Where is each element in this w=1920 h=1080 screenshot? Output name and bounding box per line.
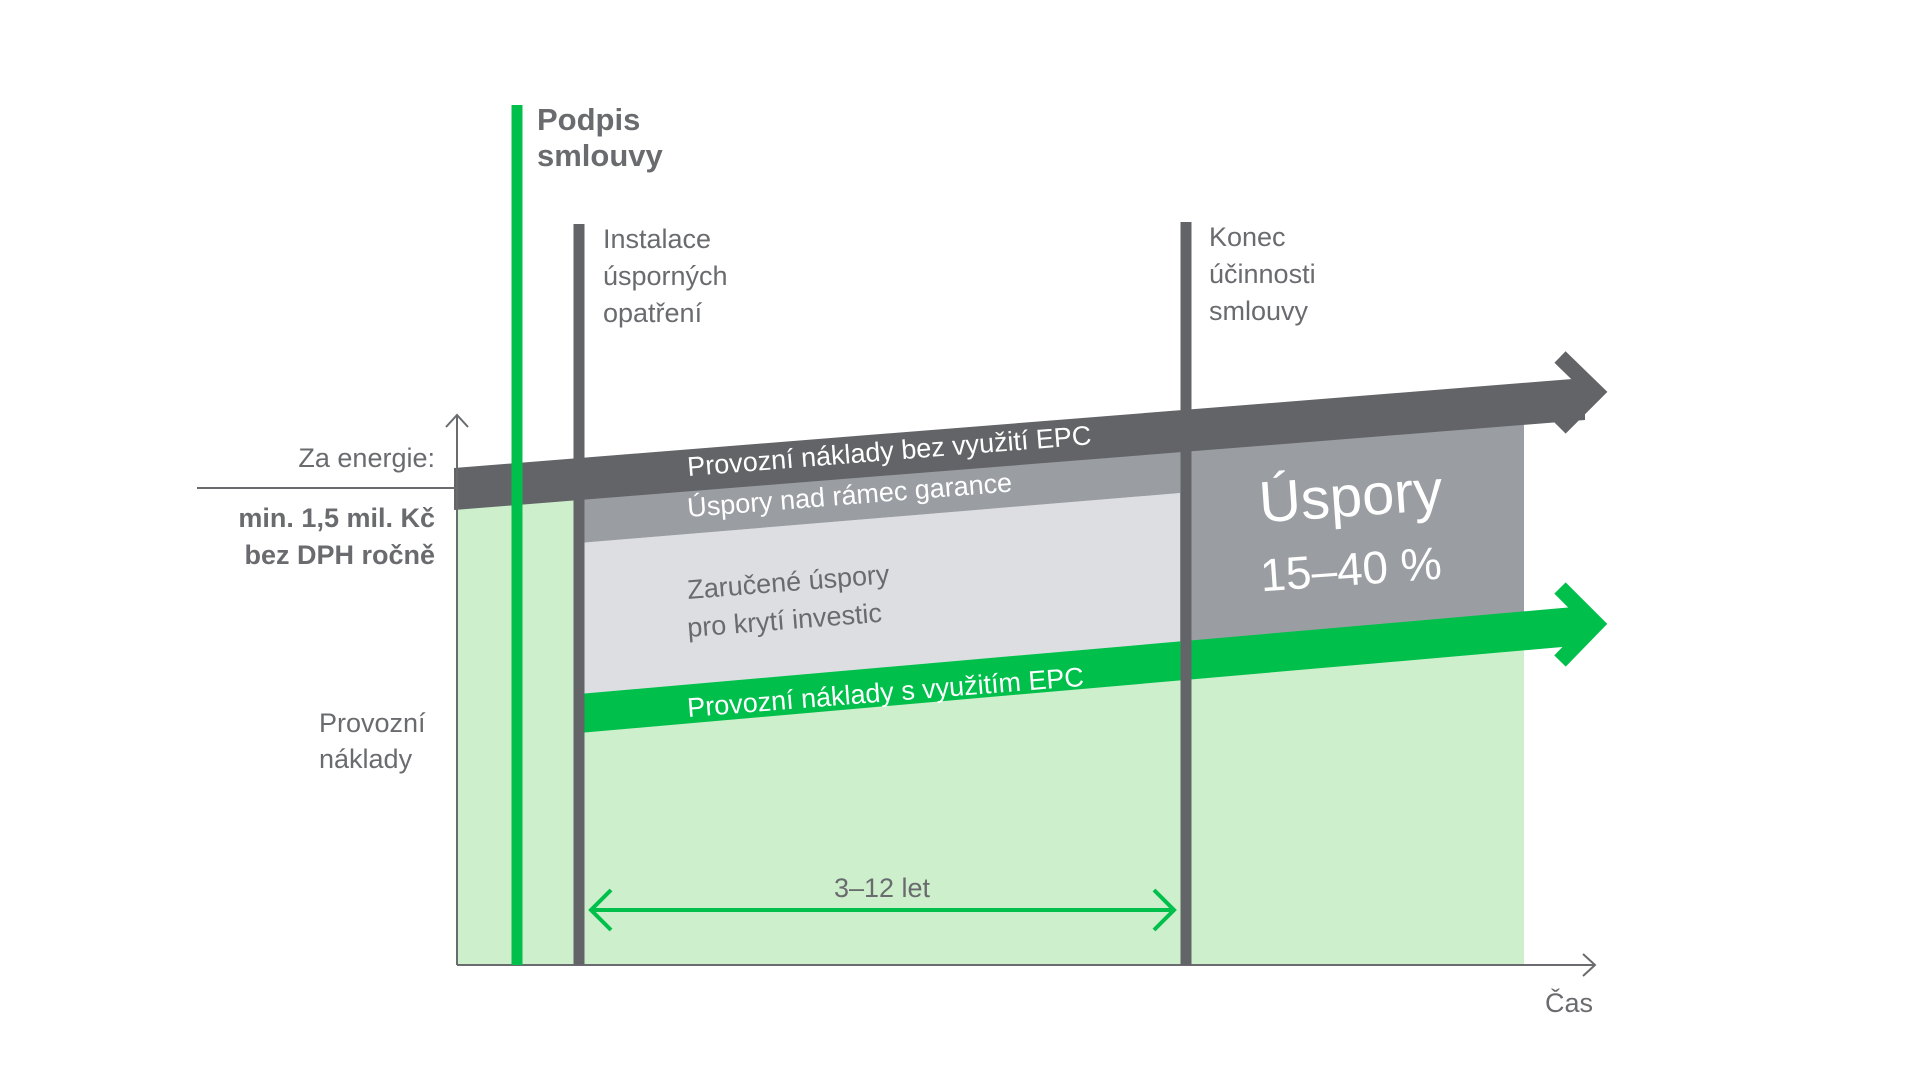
energy-label: Za energie: — [298, 443, 435, 473]
above-guarantee-band — [579, 444, 1180, 543]
cost-label-line1: Provozní — [319, 708, 426, 738]
chevron-right-icon — [1152, 888, 1177, 932]
guaranteed-savings-band — [579, 493, 1180, 700]
amount-line2: bez DPH ročně — [244, 540, 435, 570]
signing-label-line2: smlouvy — [537, 138, 664, 173]
cost-area-after — [579, 645, 1524, 965]
end-label-line2: účinnosti — [1209, 259, 1316, 289]
savings-box — [1180, 418, 1524, 645]
installation-label-line2: úsporných — [603, 261, 728, 291]
cost-without-epc-arrow — [454, 378, 1585, 510]
x-axis-label: Čas — [1545, 987, 1593, 1018]
chevron-right-icon — [1554, 582, 1608, 667]
installation-label-line1: Instalace — [603, 224, 711, 254]
chevron-right-icon — [1554, 351, 1608, 434]
cost-label-line2: náklady — [319, 744, 413, 774]
chevron-right-icon — [1582, 953, 1597, 977]
duration-label: 3–12 let — [834, 873, 931, 903]
amount-line1: min. 1,5 mil. Kč — [238, 503, 435, 533]
savings-range: 15–40 % — [1258, 537, 1443, 602]
installation-label-line3: opatření — [603, 298, 703, 328]
cost-with-epc-arrow — [579, 606, 1585, 733]
end-label-line1: Konec — [1209, 222, 1286, 252]
chevron-up-icon — [445, 413, 469, 428]
savings-title: Úspory — [1257, 458, 1445, 536]
end-label-line3: smlouvy — [1209, 296, 1309, 326]
chevron-left-icon — [588, 888, 613, 932]
signing-label-line1: Podpis — [537, 102, 640, 137]
